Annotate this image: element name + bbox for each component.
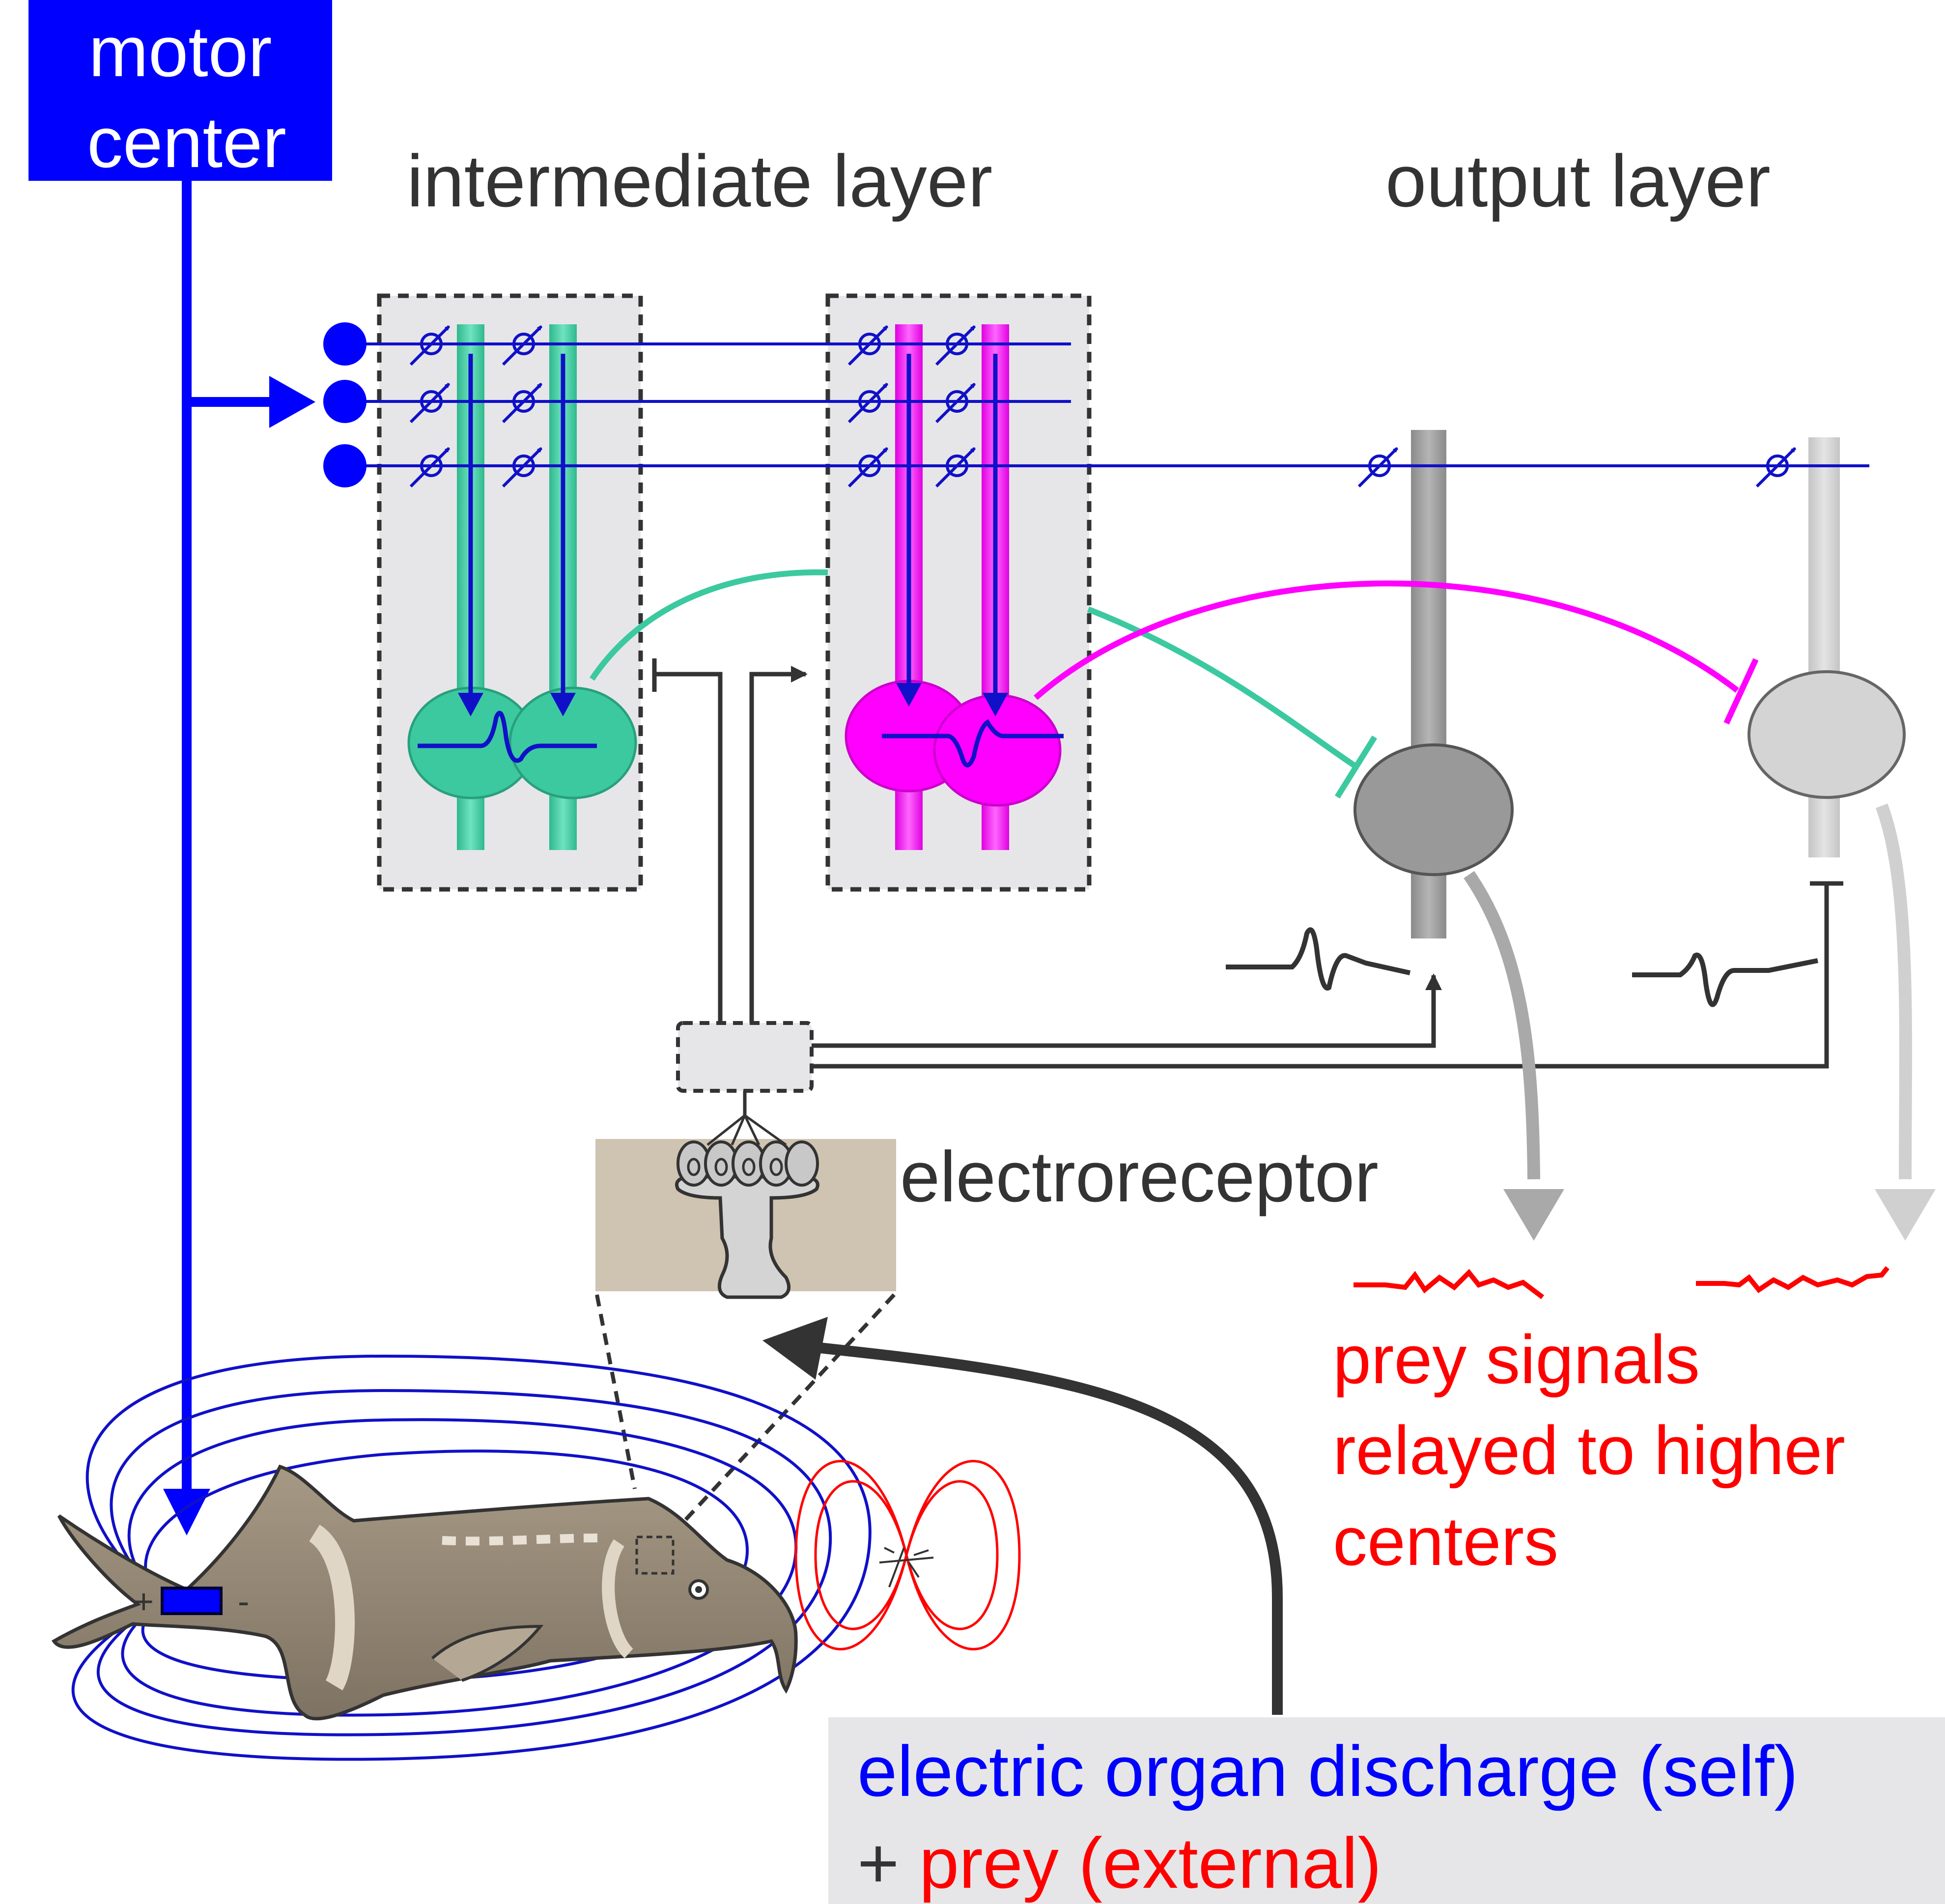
prey-insect-icon [879, 1547, 934, 1588]
motor-center-box: motor center [28, 0, 332, 182]
synapse-plastic-icon [409, 382, 451, 424]
magenta-cell-panel [825, 293, 1092, 892]
green-inhibitory-projection [1087, 606, 1358, 769]
magenta-cell-waveform [882, 719, 1064, 767]
synapse-plastic-icon [502, 447, 543, 488]
stimulus-arrow [805, 1341, 1283, 1715]
synapse-plastic-icon [409, 325, 451, 366]
plastic-synapses [409, 325, 1797, 488]
dark-cell-axon [1464, 871, 1540, 1180]
zoom-line-right [674, 1293, 896, 1532]
prey-field-lines [794, 1460, 1021, 1650]
organ-minus-sign: - [238, 1582, 249, 1620]
green-projection [590, 569, 828, 681]
synapse-plastic-icon [1755, 447, 1797, 488]
electroreceptor-label: electroreceptor [900, 1137, 1379, 1217]
prey-signals-label-1: prey signals [1333, 1321, 1700, 1398]
synapse-plastic-icon [847, 382, 889, 424]
parallel-fibers [323, 322, 1869, 487]
light-cell-axon [1875, 803, 1912, 1180]
dark-cell-trace [1226, 927, 1411, 991]
prey-signals-label-3: centers [1333, 1503, 1558, 1580]
prey-trace-1 [1353, 1269, 1544, 1299]
green-inhibitory-terminal [1334, 735, 1378, 799]
prey-signals-label-2: relayed to higher [1333, 1412, 1845, 1489]
intermediate-layer-label: intermediate layer [407, 140, 992, 222]
fiber-origin-1 [323, 322, 366, 366]
light-output-cell [1748, 670, 1906, 799]
prey-external-label: prey (external) [919, 1823, 1381, 1903]
motor-center-label-2: center [87, 102, 286, 182]
right-arrow-icon [269, 376, 315, 428]
dark-output-cell [1353, 743, 1514, 876]
down-arrow-icon [1875, 1189, 1936, 1241]
motor-center-label-1: motor [88, 11, 272, 91]
down-arrow-icon [1503, 1189, 1564, 1241]
plus-label: + [857, 1823, 919, 1903]
light-cell-trace [1632, 952, 1818, 1007]
synapse-plastic-icon [935, 447, 976, 488]
fiber-origin-3 [323, 444, 366, 487]
zoom-line-left [595, 1294, 637, 1489]
synapse-plastic-icon [502, 382, 543, 424]
synapse-plastic-icon [847, 325, 889, 366]
synapse-plastic-icon [502, 325, 543, 366]
electroreceptor-cell-icon [675, 1091, 819, 1299]
magenta-inhibitory-projection [1034, 580, 1739, 700]
up-left-arrow-icon [762, 1317, 828, 1380]
synapse-plastic-icon [1357, 447, 1399, 488]
green-cell-waveform [418, 710, 597, 763]
green-cell-panel [377, 293, 643, 892]
receptor-location-box [635, 1535, 675, 1575]
organ-plus-sign: + [134, 1582, 154, 1620]
eod-self-label: electric organ discharge (self) [857, 1731, 1798, 1811]
relay-box [676, 1021, 814, 1093]
eod-field-lines [71, 1354, 872, 1761]
down-arrow-icon [163, 1489, 210, 1535]
synapse-plastic-icon [409, 447, 451, 488]
synapse-plastic-icon [847, 447, 889, 488]
afferent-connections [652, 658, 1843, 1069]
magenta-cells [845, 354, 1064, 807]
fiber-origin-2 [323, 380, 366, 423]
electric-organ [161, 1587, 223, 1615]
fish-icon: + - [52, 1464, 798, 1721]
green-cells [407, 354, 637, 799]
magenta-inhibitory-terminal [1723, 658, 1759, 725]
output-layer-label: output layer [1385, 140, 1771, 222]
motor-command-pathway [163, 181, 315, 1535]
input-caption-panel [828, 1717, 1945, 1904]
external-input-label: + prey (external) [857, 1823, 1381, 1903]
synapse-plastic-icon [935, 325, 976, 366]
prey-trace-2 [1696, 1266, 1889, 1293]
synapse-plastic-icon [935, 382, 976, 424]
